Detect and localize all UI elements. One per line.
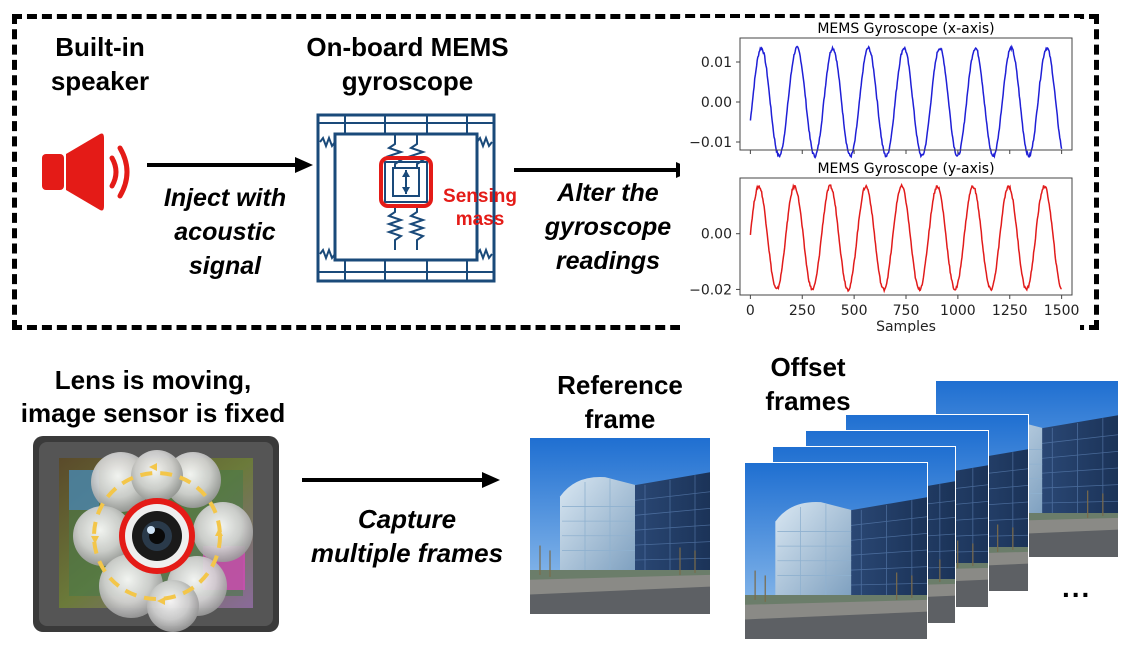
reference-label: Reference frame (557, 370, 683, 434)
x-axis-label: Samples (876, 319, 936, 333)
gyroscope-charts: MEMS Gyroscope (x-axis) 0.01 0.00 −0.01MEMS… (680, 18, 1080, 333)
top-panel-frame (12, 14, 1099, 330)
chart-title: MEMS Gyroscope (x-axis) (817, 21, 994, 37)
offset-label: Offset frames (765, 352, 851, 416)
more-frames-ellipsis: ... (1062, 572, 1092, 603)
chart-title: MEMS Gyroscope (y-axis) (817, 161, 994, 177)
inject-label: Inject with acoustic signal (163, 184, 287, 280)
gyro-label: On-board MEMS gyroscope (306, 32, 509, 96)
y-tick-label: 0.01 (701, 55, 732, 71)
x-tick-label: 250 (789, 303, 816, 319)
arrow-inject (147, 157, 313, 173)
reference-frame-image (529, 437, 711, 615)
offset-frame-image (744, 462, 928, 640)
y-tick-label: −0.02 (689, 282, 732, 298)
series-line (749, 182, 1062, 294)
plot-frame (739, 37, 1073, 151)
sensing-mass-label: Sensing mass (443, 186, 517, 230)
y-tick-label: 0.00 (701, 95, 732, 111)
lens-label: Lens is moving, image sensor is fixed (20, 365, 286, 428)
mems-gyroscope-icon (316, 113, 496, 283)
speaker-label: Built-in speaker (50, 32, 150, 96)
x-tick-label: 0 (746, 303, 755, 319)
series-line (749, 44, 1063, 159)
alter-label: Alter the gyroscope readings (544, 179, 672, 275)
image-sensor-icon (33, 436, 279, 632)
x-tick-label: 500 (841, 303, 868, 319)
y-tick-label: 0.00 (701, 227, 732, 243)
y-tick-label: −0.01 (689, 135, 732, 151)
x-tick-label: 1250 (992, 303, 1028, 319)
speaker-icon (42, 133, 130, 211)
x-tick-label: 750 (893, 303, 920, 319)
x-tick-label: 1500 (1044, 303, 1080, 319)
arrow-capture (302, 472, 500, 488)
x-tick-label: 1000 (940, 303, 976, 319)
capture-label: Capture multiple frames (310, 504, 504, 568)
